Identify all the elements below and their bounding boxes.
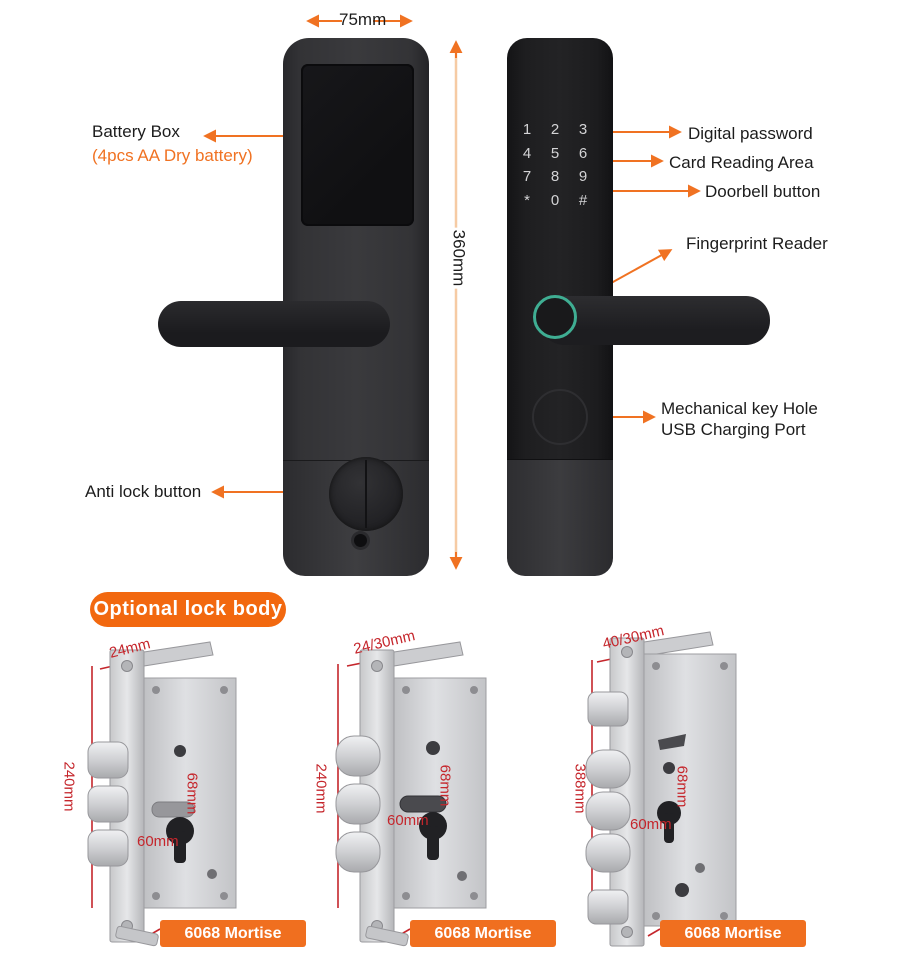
mortise-lock-3 xyxy=(585,631,737,947)
doorbell-label: Doorbell button xyxy=(705,182,821,201)
keypad-key-4: 4 xyxy=(522,144,532,162)
battery-box-sublabel: (4pcs AA Dry battery) xyxy=(92,146,253,165)
fingerprint-label: Fingerprint Reader xyxy=(686,234,828,253)
mortise1-model-badge: 6068 Mortise xyxy=(160,920,306,947)
keypad-key-5: 5 xyxy=(550,144,560,162)
optional-lock-body-badge: Optional lock body xyxy=(90,592,286,627)
back-screw-hole xyxy=(354,534,367,547)
battery-cover xyxy=(301,64,414,226)
knob-slit xyxy=(365,460,367,528)
mortise2-center-distance: 68mm xyxy=(436,764,454,807)
keypad-key-star: * xyxy=(524,191,530,209)
mortise1-center-distance: 68mm xyxy=(183,772,201,815)
mortise3-backset: 60mm xyxy=(630,816,672,833)
mechanical-keyhole-cover xyxy=(532,389,588,445)
width-dimension-label: 75mm xyxy=(339,10,387,29)
keypad-key-8: 8 xyxy=(550,168,560,186)
keypad-key-7: 7 xyxy=(522,168,532,186)
back-door-handle xyxy=(158,301,390,347)
keypad: 1 2 3 4 5 6 7 8 9 * 0 # xyxy=(513,118,597,212)
keypad-key-9: 9 xyxy=(578,168,588,186)
mortise2-model-badge: 6068 Mortise xyxy=(410,920,556,947)
keypad-key-3: 3 xyxy=(578,121,588,139)
card-reading-label: Card Reading Area xyxy=(669,153,814,172)
battery-box-label: Battery Box xyxy=(92,122,180,141)
mortise2-backset: 60mm xyxy=(387,812,429,829)
mortise3-height: 388mm xyxy=(571,763,589,814)
mortise2-height: 240mm xyxy=(312,763,330,814)
mortise1-backset: 60mm xyxy=(137,833,179,850)
usb-charging-label: USB Charging Port xyxy=(661,420,806,439)
keypad-key-hash: # xyxy=(578,191,588,209)
mortise3-model-badge: 6068 Mortise xyxy=(660,920,806,947)
mortise-lock-2 xyxy=(335,641,487,947)
digital-password-label: Digital password xyxy=(688,124,813,143)
keypad-key-6: 6 xyxy=(578,144,588,162)
front-panel-bottom-section xyxy=(507,459,613,576)
front-door-handle xyxy=(540,296,770,345)
mechanical-key-label: Mechanical key Hole xyxy=(661,399,818,418)
keypad-key-0: 0 xyxy=(550,191,560,209)
fingerprint-reader-ring xyxy=(533,295,577,339)
mortise1-height: 240mm xyxy=(60,761,78,812)
mortise3-center-distance: 68mm xyxy=(673,765,691,808)
anti-lock-label: Anti lock button xyxy=(85,482,202,501)
keypad-key-1: 1 xyxy=(522,121,532,139)
mortise-lock-1 xyxy=(87,641,237,947)
height-dimension-label: 360mm xyxy=(447,227,470,289)
anti-lock-knob xyxy=(329,457,403,531)
keypad-key-2: 2 xyxy=(550,121,560,139)
